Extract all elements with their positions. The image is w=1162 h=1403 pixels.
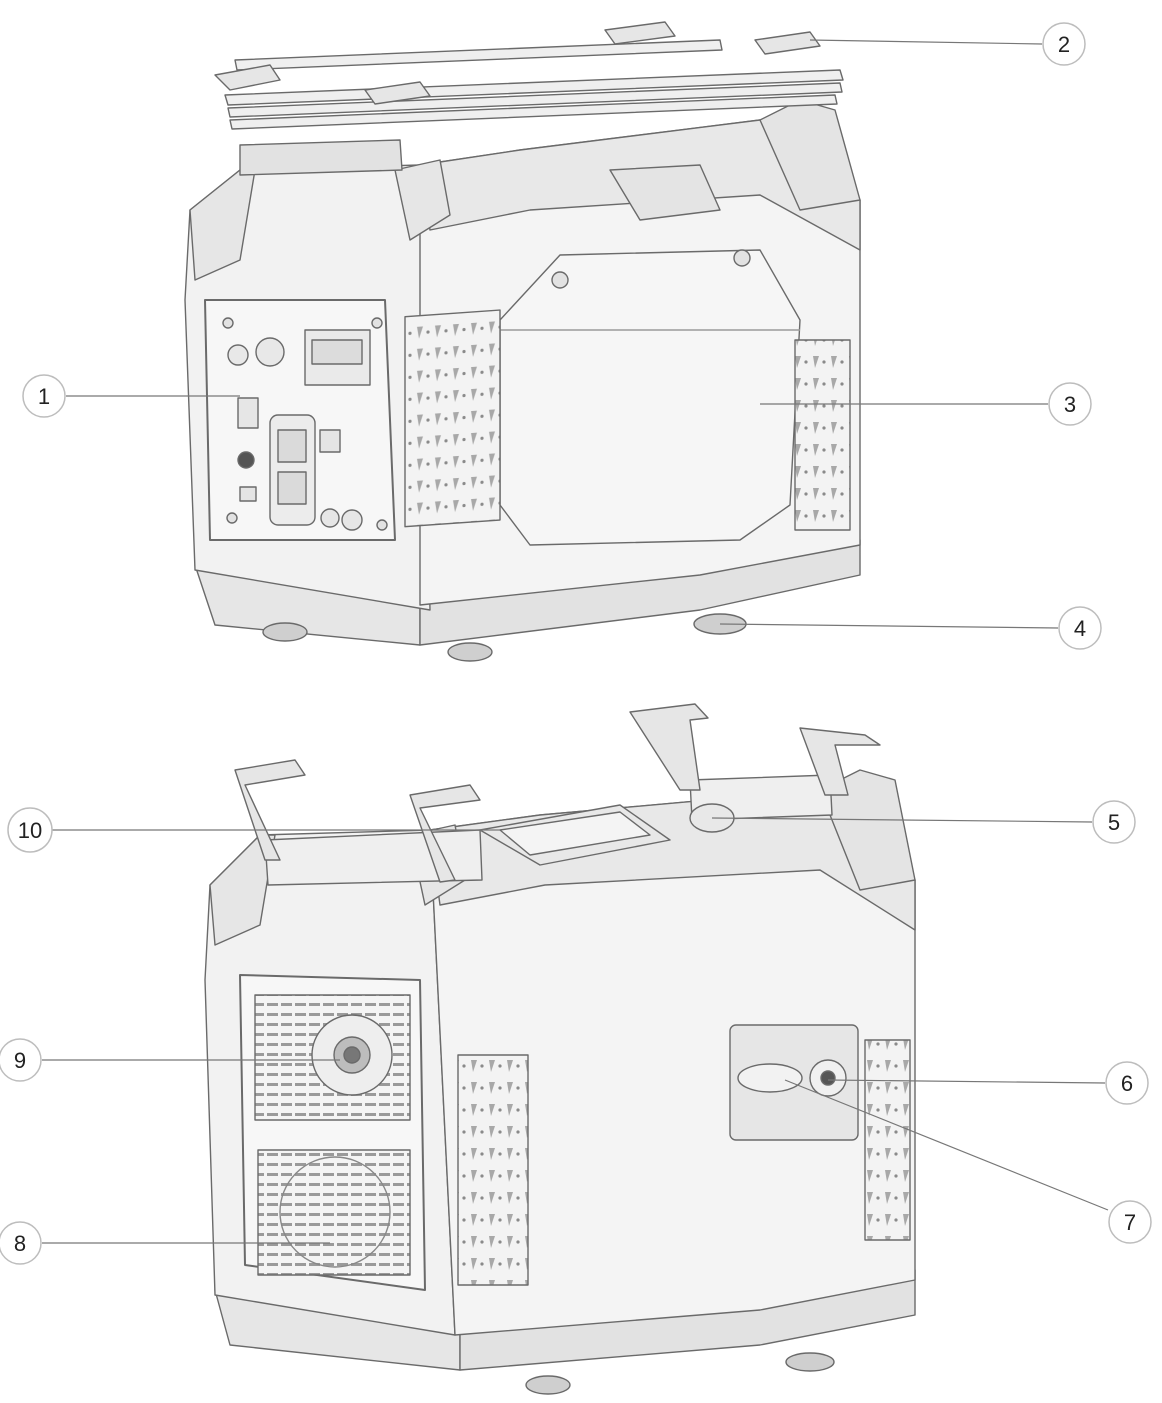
callout-number: 1 xyxy=(38,384,50,409)
callout-8: 8 xyxy=(0,1221,42,1265)
cover-screw xyxy=(551,271,569,289)
cover-screw xyxy=(733,249,751,267)
callout-6: 6 xyxy=(1105,1061,1149,1105)
callout-9: 9 xyxy=(0,1038,42,1082)
side-vent xyxy=(457,1054,529,1286)
callout-number: 6 xyxy=(1121,1071,1133,1096)
cooling-fan xyxy=(279,1156,391,1268)
side-vent xyxy=(404,309,501,528)
roll-cage xyxy=(214,21,844,176)
cage-bracket xyxy=(214,64,281,91)
leader-lines xyxy=(42,39,1109,1244)
side-vent-right xyxy=(864,1039,911,1241)
panel-screw xyxy=(371,317,383,329)
callout-number: 5 xyxy=(1108,810,1120,835)
callout-number: 8 xyxy=(14,1231,26,1256)
callout-5: 5 xyxy=(1092,800,1136,844)
callout-10: 10 xyxy=(7,807,53,853)
cage-bracket xyxy=(364,81,431,105)
panel-screw xyxy=(226,512,238,524)
generator-rear-view xyxy=(204,703,916,1395)
ground-terminal xyxy=(320,508,340,528)
callout-1: 1 xyxy=(22,374,66,418)
throttle-knob xyxy=(255,337,285,367)
callout-number: 10 xyxy=(18,818,42,843)
generator-front-view xyxy=(184,21,861,662)
cage-bracket xyxy=(234,759,306,861)
reset-button xyxy=(341,509,363,531)
callout-2: 2 xyxy=(1042,22,1086,66)
leader-line xyxy=(711,817,1093,823)
cage-bracket xyxy=(409,784,481,883)
callout-number: 4 xyxy=(1074,616,1086,641)
maintenance-cover xyxy=(499,249,801,546)
rubber-foot xyxy=(262,622,308,642)
cage-bracket xyxy=(604,21,676,45)
dc-outlet xyxy=(239,486,257,502)
leader-line xyxy=(719,623,1059,629)
cooling-fan-grill xyxy=(257,1149,411,1276)
callout-number: 2 xyxy=(1058,32,1070,57)
leader-line xyxy=(809,39,1043,45)
choke-knob xyxy=(227,344,249,366)
rubber-foot xyxy=(525,1375,571,1395)
leader-line xyxy=(784,1079,1109,1211)
engine-switch xyxy=(237,397,259,429)
panel-screw xyxy=(222,317,234,329)
callout-number: 3 xyxy=(1064,392,1076,417)
cage-bracket xyxy=(629,703,709,791)
cage-bracket xyxy=(799,727,881,796)
callout-number: 9 xyxy=(14,1048,26,1073)
callout-7: 7 xyxy=(1108,1200,1152,1244)
leader-line xyxy=(827,1079,1106,1084)
cage-bracket xyxy=(754,31,821,55)
dc-breaker xyxy=(319,429,341,453)
side-vent-right xyxy=(794,339,851,531)
callout-4: 4 xyxy=(1058,606,1102,650)
callout-number: 7 xyxy=(1124,1210,1136,1235)
eco-switch xyxy=(237,451,255,469)
rubber-foot xyxy=(447,642,493,662)
callout-3: 3 xyxy=(1048,382,1092,426)
fuel-cap-housing xyxy=(609,164,721,221)
panel-screw xyxy=(376,519,388,531)
callouts: 1 2 3 4 5 6 7 8 xyxy=(0,22,1152,1265)
rubber-foot xyxy=(785,1352,835,1372)
recoil-start-handle xyxy=(737,1063,803,1093)
